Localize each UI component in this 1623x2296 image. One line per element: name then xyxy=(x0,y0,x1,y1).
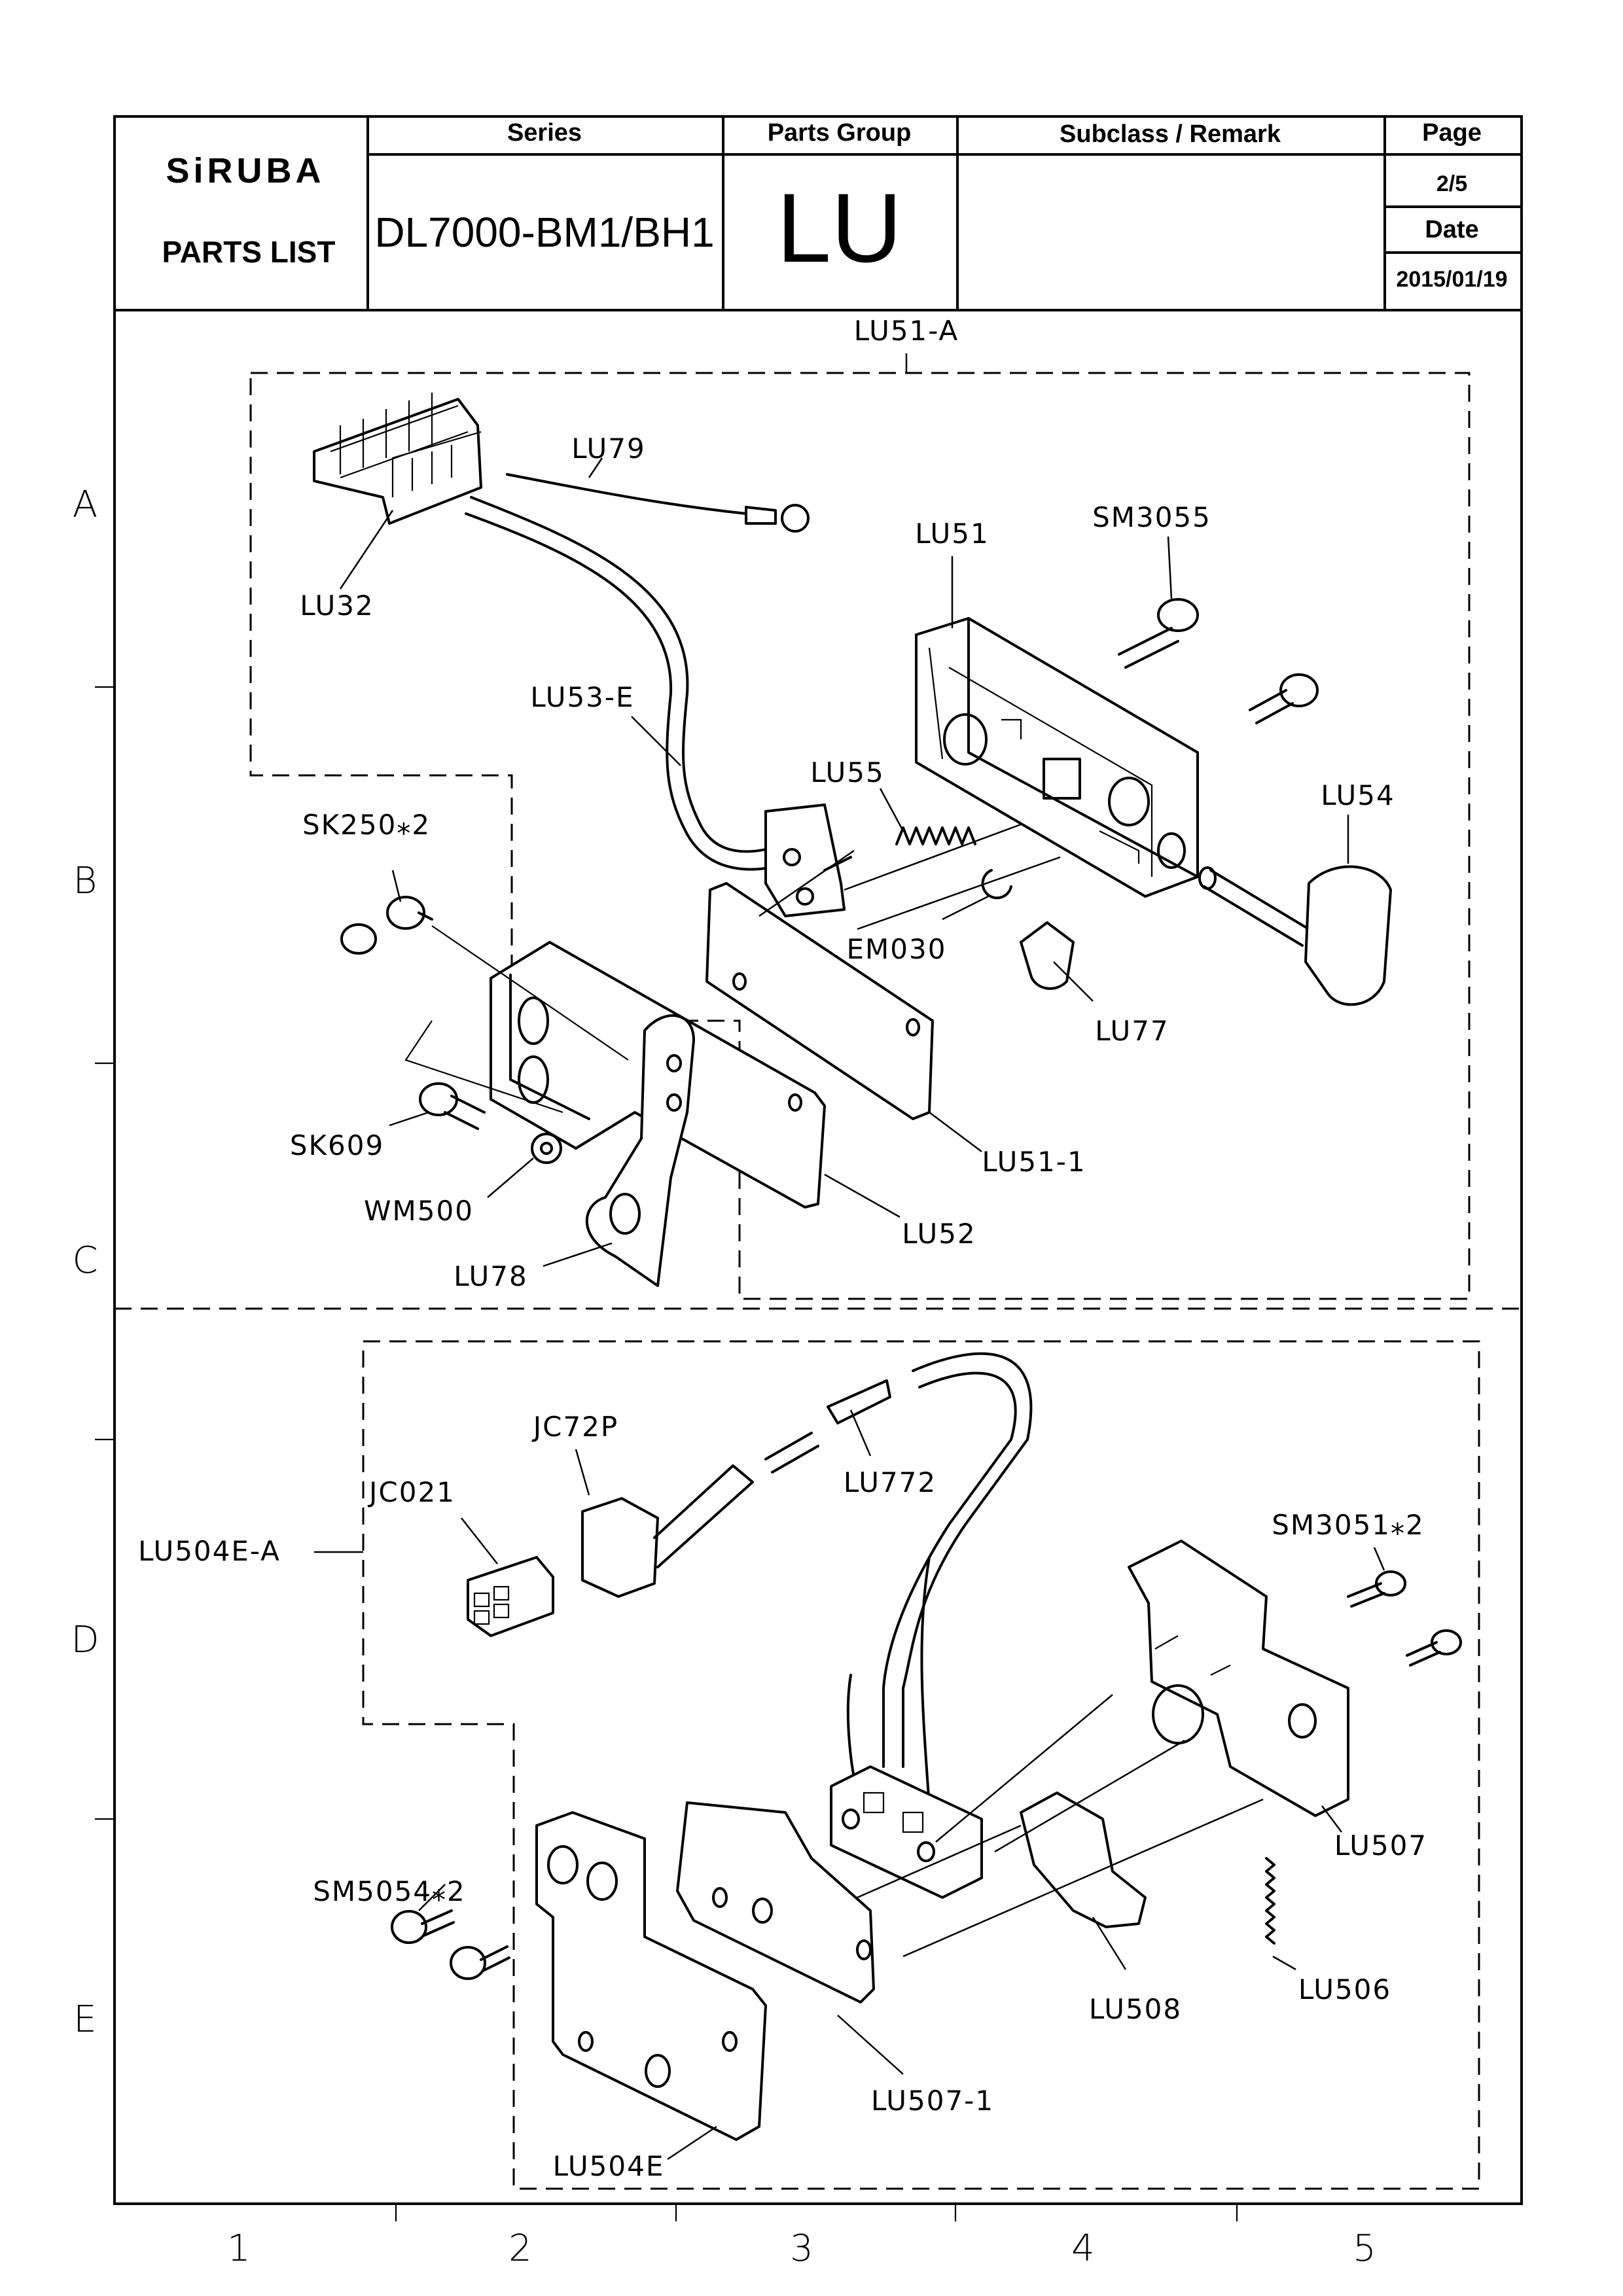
document-type: PARTS LIST xyxy=(162,235,336,269)
page-label: Page xyxy=(1422,119,1482,147)
callout-lu51: LU51 xyxy=(915,518,990,550)
screw-sk250 xyxy=(340,870,629,1114)
brand-logo: SiRUBA xyxy=(166,151,325,190)
cable-split xyxy=(846,1556,931,1807)
column-label-2: 2 xyxy=(508,2227,532,2270)
callout-lu55: LU55 xyxy=(810,756,885,788)
callout-lu504e: LU504E xyxy=(553,2150,665,2182)
leader-lines-upper xyxy=(339,457,1349,1267)
column-label-5: 5 xyxy=(1353,2227,1376,2270)
date-value: 2015/01/19 xyxy=(1396,267,1508,292)
switch-base xyxy=(830,1765,983,1899)
row-label-e: E xyxy=(73,1998,96,2041)
callout-lu506: LU506 xyxy=(1298,1973,1391,2005)
column-label-4: 4 xyxy=(1071,2227,1095,2270)
assembly-label-lower: LU504E-A xyxy=(138,1535,281,1567)
callout-lu53-e: LU53-E xyxy=(530,681,634,713)
clip-lu77 xyxy=(1020,921,1075,990)
connector-jc021 xyxy=(467,1556,554,1637)
lever-lu78 xyxy=(585,1014,695,1287)
cable-lu53e-inner xyxy=(465,512,787,871)
row-label-b: B xyxy=(73,860,98,902)
screw-sm5054 xyxy=(391,1909,510,1980)
row-label-a: A xyxy=(73,484,98,526)
screw-sm3051 xyxy=(1347,1570,1462,1667)
assembly-boundary-lower xyxy=(314,1340,1480,2190)
ground-wire-lu79 xyxy=(506,473,810,533)
callout-lu79: LU79 xyxy=(571,433,646,465)
knob-lu54 xyxy=(1198,865,1392,1006)
callout-sk250: SK250⁎2 xyxy=(302,809,431,841)
callout-sm3055: SM3055 xyxy=(1092,501,1211,533)
parts-group-label: Parts Group xyxy=(767,119,912,147)
column-label-3: 3 xyxy=(790,2227,813,2270)
row-label-d: D xyxy=(71,1619,99,1661)
cable-end-lu772 xyxy=(764,1379,891,1474)
cable-lu772 xyxy=(902,1352,1033,1768)
cable-lu772-inner xyxy=(882,1371,1017,1768)
callout-wm500: WM500 xyxy=(364,1195,474,1227)
assembly-boundary-upper xyxy=(249,353,1471,1300)
spring-lu506 xyxy=(1265,1857,1275,1945)
callout-em030: EM030 xyxy=(847,933,947,965)
microswitch xyxy=(764,804,852,917)
housing-jc72p xyxy=(581,1464,754,1598)
row-label-c: C xyxy=(72,1239,98,1282)
callout-jc72p: JC72P xyxy=(531,1411,618,1443)
bracket-block-lu51 xyxy=(915,617,1199,898)
screw-sk609 xyxy=(419,1082,562,1164)
screw-sm3055 xyxy=(1118,536,1319,724)
callout-sm3051: SM3051⁎2 xyxy=(1272,1509,1425,1541)
callout-lu52: LU52 xyxy=(902,1218,976,1250)
subclass-label: Subclass / Remark xyxy=(1060,120,1281,148)
callout-lu508: LU508 xyxy=(1089,1993,1182,2025)
callout-lu772: LU772 xyxy=(844,1466,936,1498)
callout-lu32: LU32 xyxy=(300,590,374,622)
spring-lu55 xyxy=(895,826,976,845)
connector-lu32 xyxy=(313,393,482,525)
zone-ticks xyxy=(95,686,1238,2221)
callout-lu54: LU54 xyxy=(1321,779,1395,811)
series-value: DL7000-BM1/BH1 xyxy=(374,209,715,256)
title-block-frame xyxy=(113,115,1523,2205)
date-label: Date xyxy=(1425,216,1479,243)
callout-sm5054: SM5054⁎2 xyxy=(313,1875,466,1907)
block-lu507 xyxy=(1128,1540,1349,1817)
cable-lu53e xyxy=(470,496,787,853)
callout-lu77: LU77 xyxy=(1095,1015,1169,1047)
page-number: 2/5 xyxy=(1436,171,1468,196)
plate-lu507-1 xyxy=(676,1801,875,2004)
callout-lu51-1: LU51-1 xyxy=(982,1146,1086,1178)
callout-jc021: JC021 xyxy=(367,1476,455,1508)
callout-lu507: LU507 xyxy=(1334,1829,1427,1862)
callout-sk609: SK609 xyxy=(290,1129,384,1161)
bracket-lu504e xyxy=(535,1811,767,2141)
series-label: Series xyxy=(507,119,582,147)
column-label-1: 1 xyxy=(227,2227,251,2270)
e-ring-em030 xyxy=(981,869,1012,900)
parts-group-value: LU xyxy=(776,173,902,283)
cam-lever-lu508 xyxy=(1020,1792,1147,1928)
callout-lu507-1: LU507-1 xyxy=(871,2085,994,2117)
callout-lu78: LU78 xyxy=(454,1260,528,1292)
assembly-label-upper: LU51-A xyxy=(854,315,959,347)
leader-lines-lower xyxy=(418,1409,1385,2161)
